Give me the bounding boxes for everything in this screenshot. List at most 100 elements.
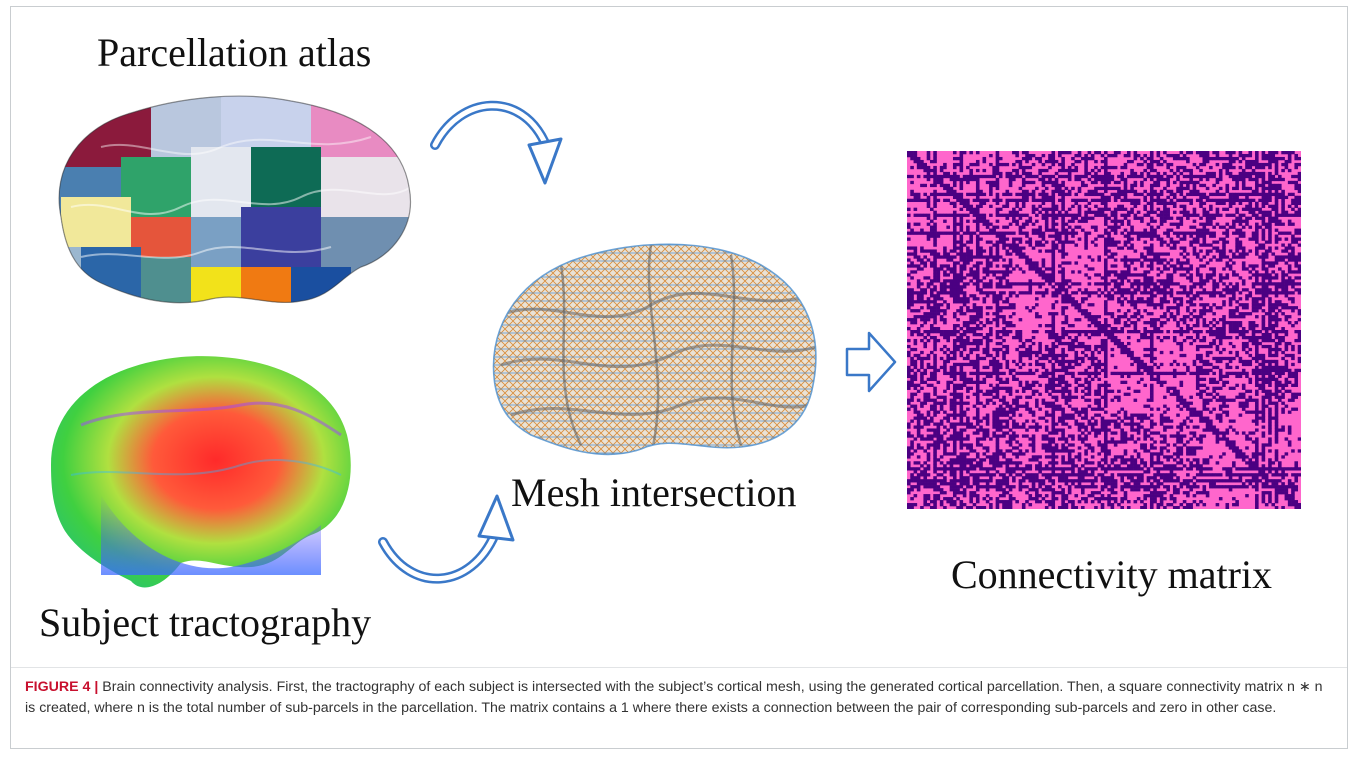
matrix-cell xyxy=(1126,374,1131,379)
matrix-cell xyxy=(1094,151,1098,155)
matrix-cell xyxy=(1156,374,1161,379)
matrix-cell xyxy=(1271,204,1276,208)
matrix-cell xyxy=(1163,210,1167,214)
matrix-cell xyxy=(926,297,931,301)
matrix-cell xyxy=(1061,282,1065,286)
matrix-cell xyxy=(1077,255,1082,259)
matrix-cell xyxy=(1241,288,1246,292)
matrix-cell xyxy=(995,151,1000,155)
matrix-cell xyxy=(1176,153,1180,158)
matrix-cell xyxy=(916,156,921,161)
matrix-cell xyxy=(1182,261,1187,265)
matrix-cell xyxy=(1209,368,1213,373)
matrix-cell xyxy=(989,240,993,244)
matrix-cell xyxy=(1123,273,1128,277)
matrix-cell xyxy=(1031,306,1036,310)
matrix-cell xyxy=(1140,282,1144,286)
matrix-cell xyxy=(1278,231,1282,235)
matrix-cell xyxy=(1199,258,1203,262)
matrix-cell xyxy=(1166,228,1170,232)
matrix-cell xyxy=(1126,350,1131,355)
matrix-cell xyxy=(1090,377,1095,382)
matrix-cell xyxy=(1258,297,1262,301)
matrix-cell xyxy=(959,410,964,414)
matrix-cell xyxy=(1232,285,1236,289)
matrix-cell xyxy=(1058,383,1062,387)
matrix-cell xyxy=(1021,168,1026,173)
matrix-cell xyxy=(1297,201,1301,205)
matrix-cell xyxy=(1143,270,1147,274)
matrix-cell xyxy=(1018,353,1023,358)
matrix-cell xyxy=(1081,330,1085,334)
matrix-cell xyxy=(1268,380,1272,384)
matrix-cell xyxy=(952,407,957,411)
matrix-cell xyxy=(1222,321,1226,325)
matrix-cell xyxy=(995,219,1000,223)
matrix-cell xyxy=(946,330,950,334)
matrix-cell xyxy=(1058,237,1062,241)
matrix-cell xyxy=(1238,413,1243,417)
matrix-cell xyxy=(1192,186,1197,191)
matrix-cell xyxy=(1031,246,1036,250)
matrix-cell xyxy=(1195,392,1200,396)
matrix-cell xyxy=(1120,330,1124,334)
matrix-cell xyxy=(936,234,941,238)
matrix-cell xyxy=(1038,416,1042,420)
matrix-cell xyxy=(1268,183,1272,188)
matrix-cell xyxy=(910,362,914,367)
matrix-cell xyxy=(1274,395,1279,399)
matrix-cell xyxy=(1012,335,1016,340)
matrix-cell xyxy=(1278,330,1282,334)
matrix-cell xyxy=(1209,341,1213,346)
matrix-cell xyxy=(1097,392,1102,396)
matrix-cell xyxy=(1255,207,1259,211)
matrix-cell xyxy=(943,282,947,286)
matrix-cell xyxy=(1100,344,1105,349)
matrix-cell xyxy=(966,395,970,399)
matrix-cell xyxy=(995,309,1000,313)
matrix-cell xyxy=(1186,404,1190,408)
matrix-cell xyxy=(1126,416,1131,420)
matrix-cell xyxy=(929,398,934,402)
matrix-cell xyxy=(1235,219,1239,223)
matrix-cell xyxy=(1149,201,1154,205)
matrix-cell xyxy=(1074,386,1079,390)
matrix-cell xyxy=(939,192,944,197)
matrix-cell xyxy=(1018,335,1023,340)
matrix-cell xyxy=(1169,237,1174,241)
matrix-cell xyxy=(1294,270,1299,274)
matrix-cell xyxy=(998,341,1003,346)
matrix-cell xyxy=(1202,321,1207,325)
matrix-cell xyxy=(1258,162,1262,167)
matrix-cell xyxy=(1202,213,1207,217)
matrix-cell xyxy=(1012,359,1016,364)
matrix-cell xyxy=(1182,195,1187,200)
matrix-cell xyxy=(1235,315,1239,319)
matrix-cell xyxy=(1054,383,1059,387)
matrix-cell xyxy=(913,404,918,408)
matrix-cell xyxy=(936,410,941,414)
matrix-cell xyxy=(998,371,1003,376)
matrix-cell xyxy=(1297,213,1301,217)
matrix-cell xyxy=(966,225,970,229)
matrix-cell xyxy=(1271,156,1276,161)
matrix-cell xyxy=(1031,189,1036,194)
matrix-cell xyxy=(1166,252,1170,256)
matrix-cell xyxy=(939,297,944,301)
matrix-cell xyxy=(1241,261,1246,265)
matrix-cell xyxy=(1232,321,1236,325)
matrix-cell xyxy=(1084,368,1088,373)
matrix-cell xyxy=(1255,225,1259,229)
matrix-cell xyxy=(910,189,914,194)
matrix-cell xyxy=(985,398,990,402)
matrix-cell xyxy=(916,315,921,319)
matrix-cell xyxy=(946,225,950,229)
matrix-cell xyxy=(1261,374,1266,379)
matrix-cell xyxy=(985,332,990,337)
matrix-cell xyxy=(1061,243,1065,247)
matrix-cell xyxy=(1268,156,1272,161)
matrix-cell xyxy=(1149,174,1154,179)
matrix-cell xyxy=(1255,374,1259,379)
matrix-cell xyxy=(1271,359,1276,364)
matrix-cell xyxy=(1117,371,1121,376)
